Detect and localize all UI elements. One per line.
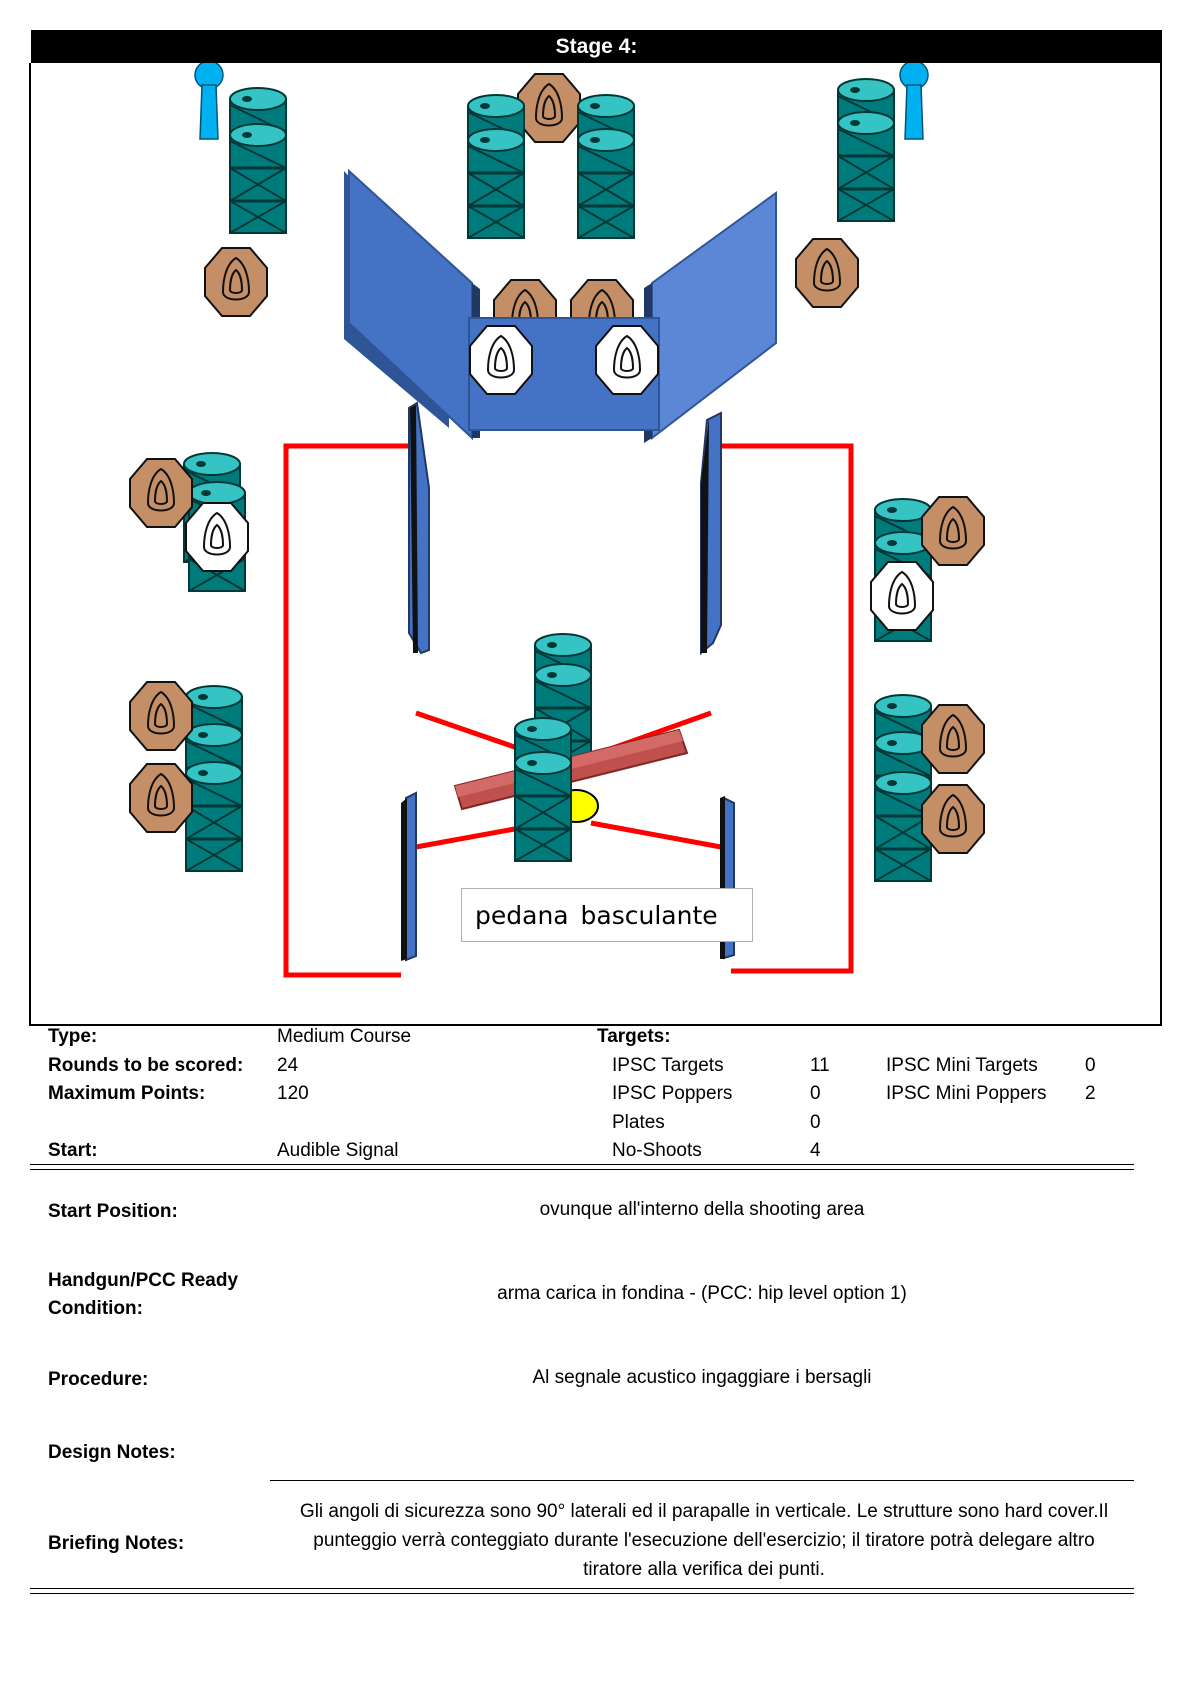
briefing-notes-value: Gli angoli di sicurezza sono 90° lateral… <box>299 1501 1109 1580</box>
mini-poppers-label: IPSC Mini Poppers <box>886 1083 1047 1104</box>
max-points-value: 120 <box>277 1083 309 1104</box>
start-value: Audible Signal <box>277 1140 399 1161</box>
footer-divider <box>30 1588 1134 1589</box>
procedure-label: Procedure: <box>48 1369 149 1390</box>
mini-targets-value: 0 <box>1085 1055 1096 1076</box>
type-label: Type: <box>48 1026 98 1047</box>
seesaw-callout: pedana basculante <box>461 888 753 942</box>
notes-divider <box>270 1480 1134 1481</box>
ipsc-targets-label: IPSC Targets <box>612 1055 724 1076</box>
procedure-value: Al segnale acustico ingaggiare i bersagl… <box>532 1367 872 1388</box>
targets-label: Targets: <box>597 1026 671 1047</box>
divider <box>30 1164 1134 1165</box>
type-value: Medium Course <box>277 1026 412 1047</box>
stage-diagram-drawing <box>129 63 985 978</box>
plates-value: 0 <box>810 1112 821 1133</box>
ipsc-poppers-label: IPSC Poppers <box>612 1083 733 1104</box>
ready-condition-value: arma carica in fondina - (PCC: hip level… <box>497 1283 907 1304</box>
briefing-notes-label: Briefing Notes: <box>48 1533 185 1554</box>
divider <box>30 1169 1134 1170</box>
no-shoots-label: No-Shoots <box>612 1140 702 1161</box>
ready-condition-label-line2: Condition: <box>48 1298 143 1319</box>
no-shoots-value: 4 <box>810 1140 821 1161</box>
design-notes-label: Design Notes: <box>48 1442 176 1463</box>
ipsc-poppers-value: 0 <box>810 1083 821 1104</box>
mini-targets-label: IPSC Mini Targets <box>886 1055 1038 1076</box>
max-points-label: Maximum Points: <box>48 1083 206 1104</box>
mini-poppers-value: 2 <box>1085 1083 1096 1104</box>
start-position-value: ovunque all'interno della shooting area <box>539 1199 865 1220</box>
footer-divider <box>30 1593 1134 1594</box>
start-label: Start: <box>48 1140 98 1161</box>
ipsc-targets-value: 11 <box>810 1055 830 1076</box>
ready-condition-label-line1: Handgun/PCC Ready <box>48 1270 239 1291</box>
stage-diagram: pedana basculante <box>29 63 1162 1026</box>
start-position-label: Start Position: <box>48 1201 178 1222</box>
plates-label: Plates <box>612 1112 665 1133</box>
rounds-label: Rounds to be scored: <box>48 1055 244 1076</box>
rounds-value: 24 <box>277 1055 299 1076</box>
stage-title: Stage 4: <box>31 30 1162 63</box>
